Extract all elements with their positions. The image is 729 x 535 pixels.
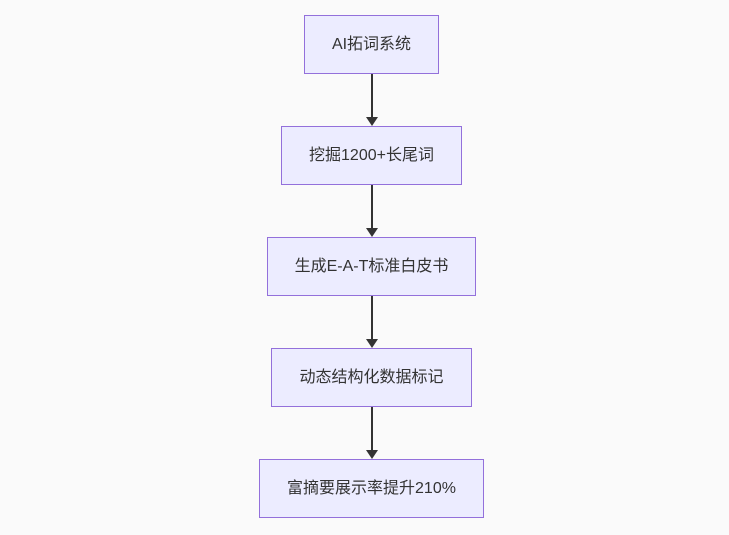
flow-node-rich-snippet-result: 富摘要展示率提升210% — [259, 459, 484, 518]
flow-node-eat-whitepaper: 生成E-A-T标准白皮书 — [266, 237, 477, 296]
arrow-shaft — [370, 185, 373, 228]
arrow-down-icon — [365, 407, 378, 459]
arrow-shaft — [370, 74, 373, 117]
arrow-shaft — [370, 296, 373, 339]
flow-node-structured-data: 动态结构化数据标记 — [271, 348, 472, 407]
arrowhead-icon — [365, 117, 378, 126]
arrowhead-icon — [365, 228, 378, 237]
arrowhead-icon — [365, 450, 378, 459]
arrow-shaft — [370, 407, 373, 450]
flowchart-canvas: AI拓词系统 挖掘1200+长尾词 生成E-A-T标准白皮书 动态结构化数据标记… — [7, 0, 729, 535]
arrow-down-icon — [365, 185, 378, 237]
flow-node-longtail-mining: 挖掘1200+长尾词 — [281, 126, 462, 185]
flow-node-ai-word-system: AI拓词系统 — [303, 15, 440, 74]
arrow-down-icon — [365, 74, 378, 126]
arrowhead-icon — [365, 339, 378, 348]
arrow-down-icon — [365, 296, 378, 348]
